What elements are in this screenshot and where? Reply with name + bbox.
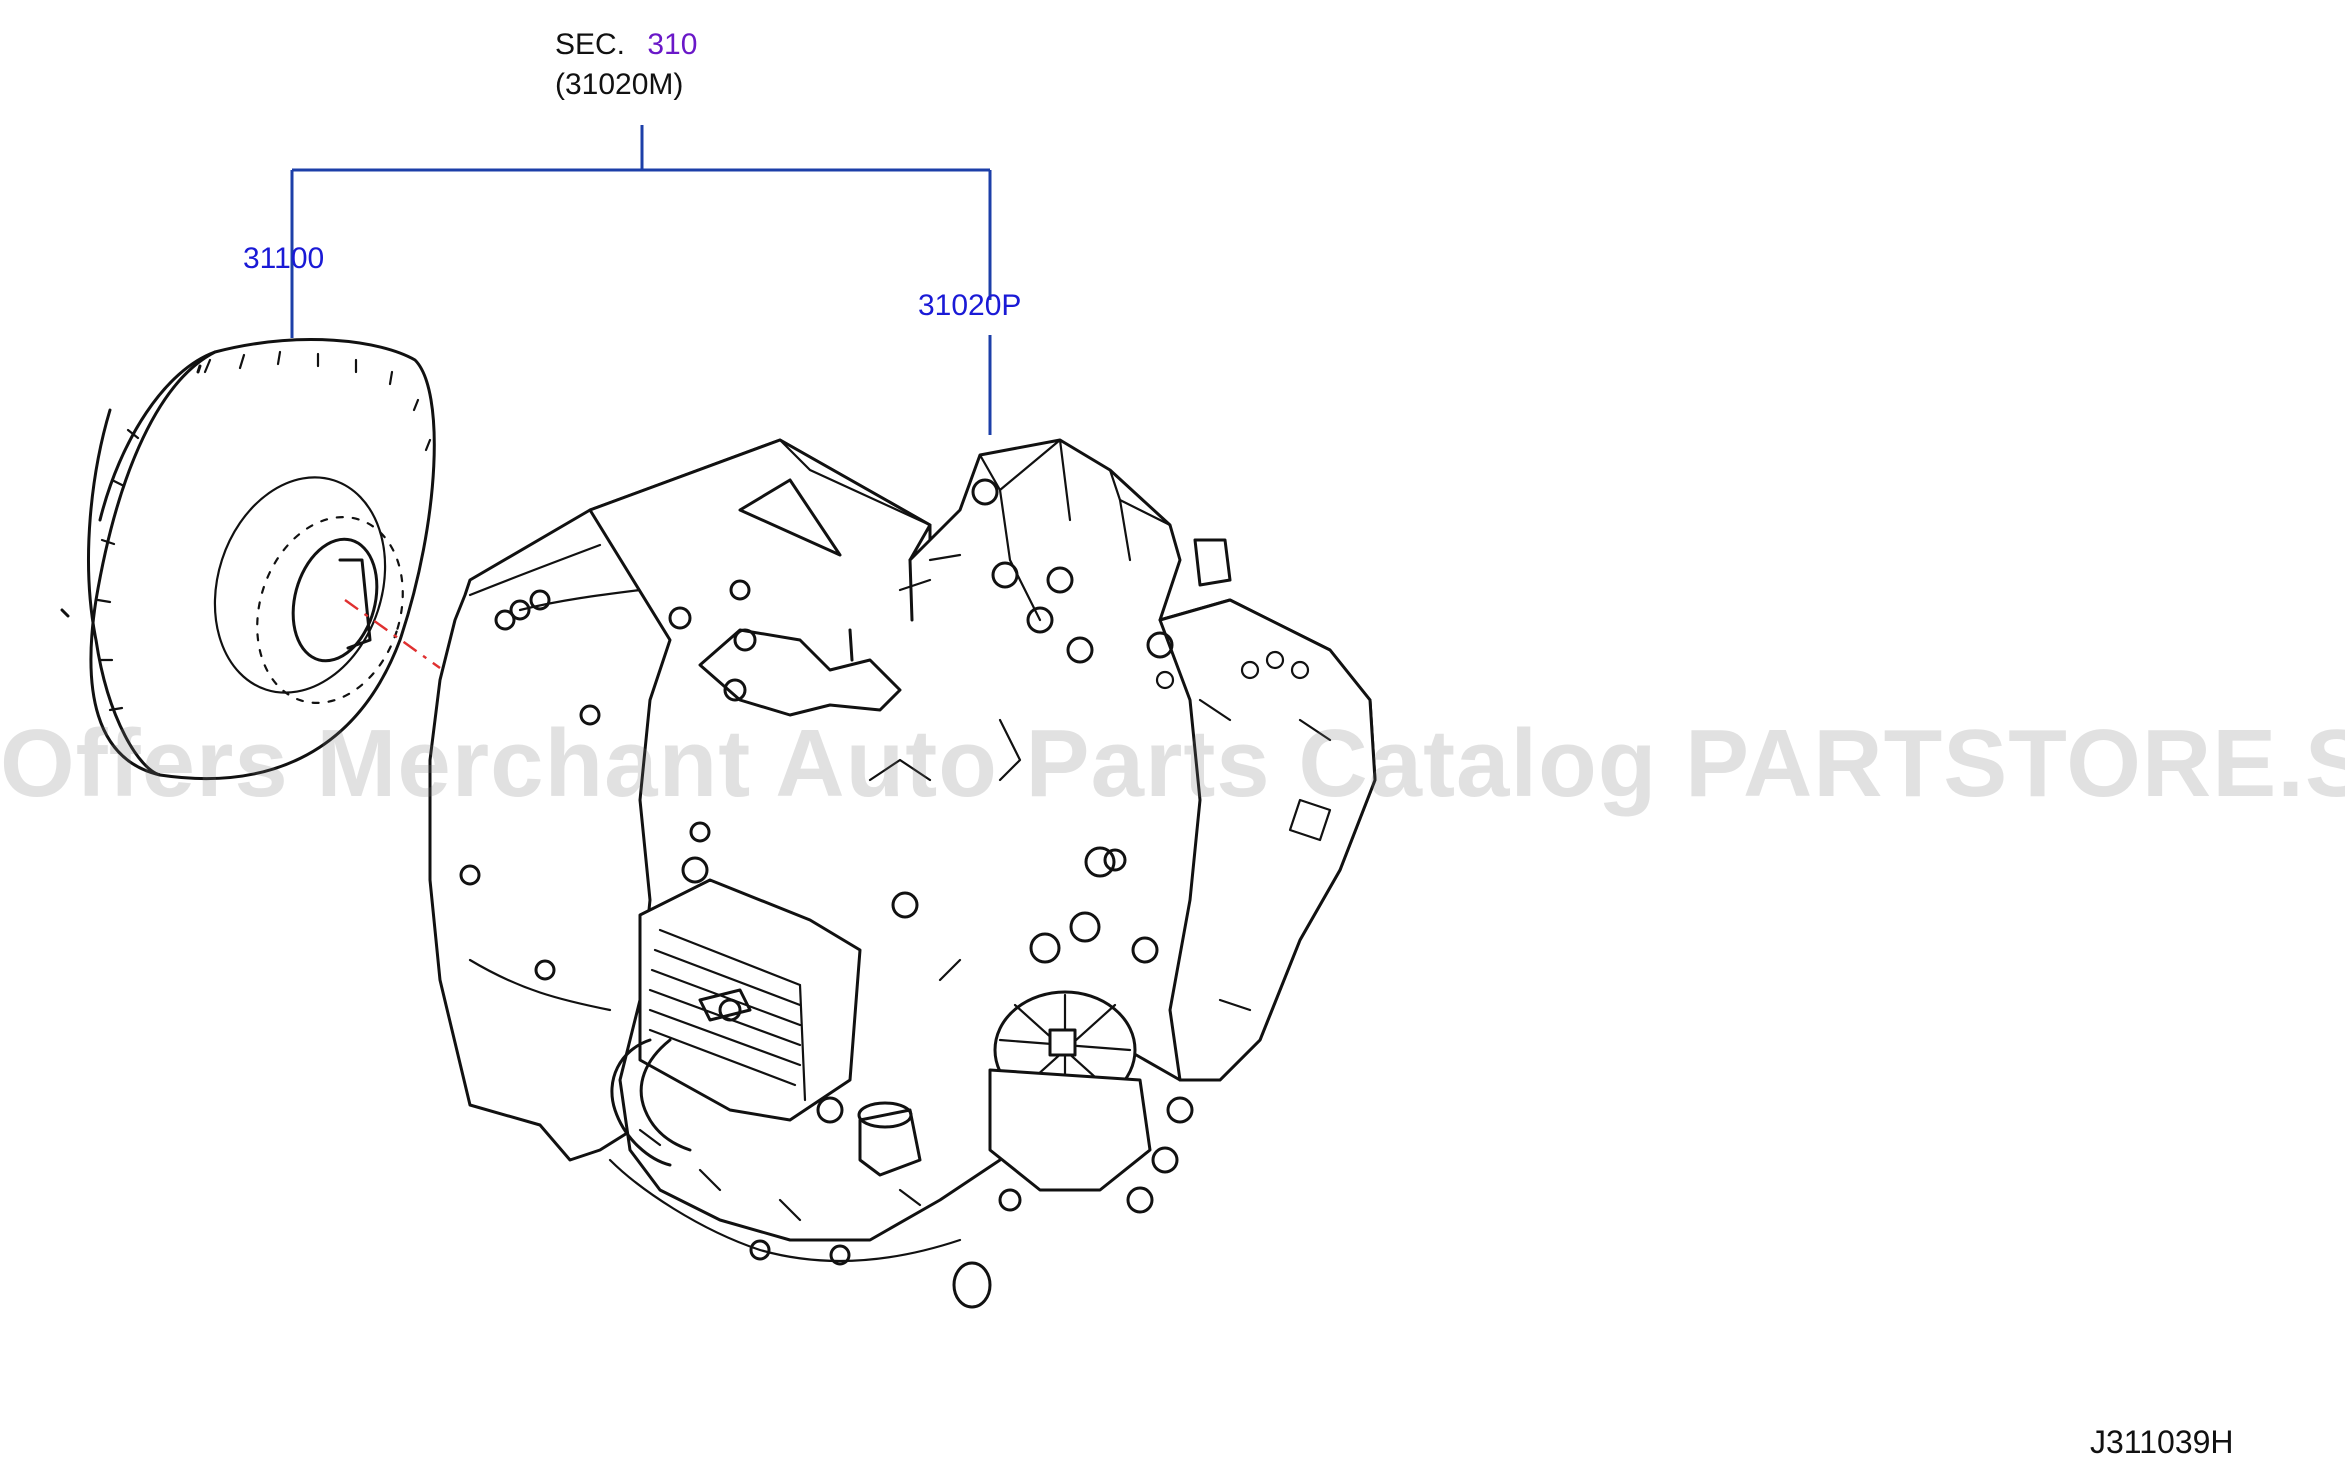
section-code: (31020M) bbox=[555, 68, 684, 101]
transaxle-assembly-drawing[interactable] bbox=[428, 438, 1377, 1309]
leader-lines bbox=[290, 125, 992, 435]
part-label-transaxle-assembly[interactable]: 31020P bbox=[918, 289, 1022, 322]
section-number-link[interactable]: 310 bbox=[647, 28, 698, 61]
part-label-torque-converter[interactable]: 31100 bbox=[243, 242, 325, 275]
centerline bbox=[344, 599, 441, 669]
section-prefix: SEC. bbox=[555, 28, 626, 61]
section-label: SEC. 310 bbox=[555, 30, 697, 60]
torque-converter-drawing[interactable] bbox=[60, 338, 436, 781]
diagram-id: J311039H bbox=[2090, 1424, 2234, 1460]
transaxle-detail-lines bbox=[608, 438, 1332, 1262]
watermark-text: Offers Merchant Auto Parts Catalog PARTS… bbox=[0, 710, 2345, 817]
